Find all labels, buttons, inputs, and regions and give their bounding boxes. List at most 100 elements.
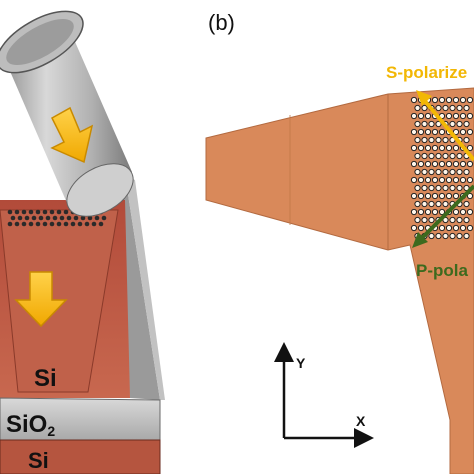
- grating-hole: [417, 224, 425, 232]
- grating-hole: [456, 152, 463, 160]
- grating-hole: [421, 152, 428, 160]
- grating-hole: [66, 215, 72, 221]
- grating-hole: [49, 221, 55, 227]
- grating-hole: [456, 168, 463, 176]
- grating-hole: [435, 120, 442, 128]
- grating-hole: [414, 216, 421, 224]
- grating-hole: [442, 232, 449, 240]
- grating-hole: [431, 128, 439, 136]
- grating-hole: [38, 215, 44, 221]
- grating-hole: [94, 215, 100, 221]
- grating-hole: [56, 209, 62, 215]
- grating-hole: [421, 184, 428, 192]
- grating-hole: [442, 136, 449, 144]
- grating-hole: [445, 96, 453, 104]
- grating-hole: [417, 144, 425, 152]
- grating-hole: [7, 221, 13, 227]
- grating-hole: [466, 160, 474, 168]
- grating-hole: [442, 200, 449, 208]
- grating-hole: [28, 209, 34, 215]
- grating-hole: [438, 96, 446, 104]
- grating-hole: [428, 152, 435, 160]
- grating-hole: [449, 184, 456, 192]
- grating-hole: [424, 160, 432, 168]
- grating-hole: [417, 160, 425, 168]
- grating-hole: [466, 208, 474, 216]
- grating-hole: [10, 215, 16, 221]
- grating-hole: [445, 144, 453, 152]
- grating-hole: [463, 232, 470, 240]
- grating-hole: [466, 192, 474, 200]
- grating-hole: [452, 160, 460, 168]
- grating-hole: [73, 215, 79, 221]
- grating-hole: [14, 221, 20, 227]
- grating-hole: [410, 208, 418, 216]
- grating-hole: [101, 215, 107, 221]
- taper-coupler: [205, 87, 474, 474]
- pyramid-side-face-light: [125, 175, 165, 400]
- grating-hole: [459, 128, 467, 136]
- grating-hole: [435, 184, 442, 192]
- grating-hole: [414, 184, 421, 192]
- grating-hole: [431, 176, 439, 184]
- grating-hole: [428, 232, 435, 240]
- grating-hole: [63, 221, 69, 227]
- panel-b-label: (b): [208, 10, 235, 35]
- s-polarization-arrow-icon: [416, 90, 474, 162]
- grating-hole: [14, 209, 20, 215]
- sio2-label: SiO2: [6, 411, 55, 439]
- grating-hole: [449, 168, 456, 176]
- grating-hole: [428, 200, 435, 208]
- grating-hole: [435, 136, 442, 144]
- grating-hole: [21, 221, 27, 227]
- grating-hole: [410, 160, 418, 168]
- grating-hole: [414, 168, 421, 176]
- grating-hole: [414, 200, 421, 208]
- grating-hole: [435, 168, 442, 176]
- grating-hole: [63, 209, 69, 215]
- grating-hole: [435, 232, 442, 240]
- grating-hole: [17, 215, 23, 221]
- optical-fiber-icon: [0, 10, 134, 217]
- grating-hole: [459, 224, 467, 232]
- grating-hole: [417, 128, 425, 136]
- grating-hole: [410, 96, 418, 104]
- grating-hole: [463, 104, 470, 112]
- panel-b: (b) S-polarize P-pola Y: [205, 10, 474, 474]
- grating-hole: [410, 192, 418, 200]
- grating-hole: [35, 209, 41, 215]
- grating-hole: [452, 208, 460, 216]
- grating-hole: [421, 120, 428, 128]
- grating-hole: [42, 209, 48, 215]
- grating-hole: [463, 216, 470, 224]
- grating-hole: [417, 208, 425, 216]
- p-polarization-label: P-pola: [416, 261, 468, 280]
- grating-hole: [410, 176, 418, 184]
- grating-hole: [445, 176, 453, 184]
- grating-hole: [21, 209, 27, 215]
- grating-hole: [449, 216, 456, 224]
- panel-a: Si SiO2 Si: [0, 10, 165, 474]
- xy-axes: Y X: [274, 342, 374, 448]
- grating-hole: [435, 152, 442, 160]
- grating-hole: [459, 176, 467, 184]
- grating-hole: [466, 96, 474, 104]
- grating-hole: [466, 176, 474, 184]
- si-substrate: [0, 439, 161, 474]
- grating-hole: [438, 176, 446, 184]
- grating-hole: [80, 215, 86, 221]
- grating-hole: [463, 200, 470, 208]
- grating-hole: [445, 224, 453, 232]
- grating-hole: [438, 128, 446, 136]
- grating-hole: [424, 144, 432, 152]
- grating-hole: [466, 112, 474, 120]
- grating-hole: [84, 221, 90, 227]
- grating-hole: [421, 136, 428, 144]
- grating-hole: [49, 209, 55, 215]
- grating-hole: [414, 136, 421, 144]
- grating-hole: [87, 215, 93, 221]
- grating-hole: [428, 136, 435, 144]
- grating-hole: [459, 112, 467, 120]
- grating-hole: [410, 144, 418, 152]
- grating-hole: [45, 215, 51, 221]
